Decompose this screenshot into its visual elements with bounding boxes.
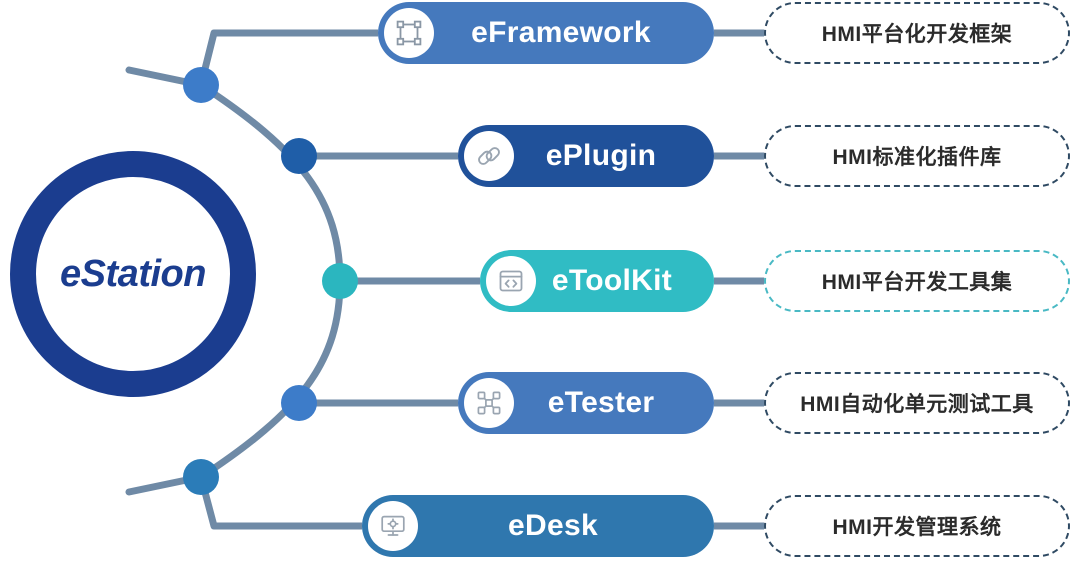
pill-edesk[interactable]: eDesk — [362, 495, 714, 557]
pill-label-eplugin: ePlugin — [545, 139, 657, 172]
desc-label-eplugin: HMI标准化插件库 — [832, 146, 1002, 169]
desc-label-eframework: HMI平台化开发框架 — [821, 23, 1013, 46]
hub-estation: eStation — [10, 151, 256, 397]
branch-line-edesk — [197, 476, 362, 530]
desc-label-etester: HMI自动化单元测试工具 — [800, 393, 1034, 416]
pill-label-etester: eTester — [547, 386, 655, 419]
code-window-icon — [486, 256, 536, 306]
desc-label-edesk: HMI开发管理系统 — [832, 516, 1002, 539]
arc-tail-bottom — [125, 473, 205, 496]
desc-edesk: HMI开发管理系统 — [764, 495, 1070, 557]
desc-eframework: HMI平台化开发框架 — [764, 2, 1070, 64]
pill-eplugin[interactable]: ePlugin — [458, 125, 714, 187]
hub-label: eStation — [60, 252, 206, 295]
node-tree-icon — [464, 378, 514, 428]
junction-node-eplugin — [281, 138, 317, 174]
pill-etester[interactable]: eTester — [458, 372, 714, 434]
junction-node-etoolkit — [322, 263, 358, 299]
junction-node-etester — [281, 385, 317, 421]
pill-label-edesk: eDesk — [508, 509, 598, 542]
desc-etoolkit: HMI平台开发工具集 — [764, 250, 1070, 312]
pill-label-eframework: eFramework — [471, 16, 651, 49]
frame-icon — [384, 8, 434, 58]
monitor-gear-icon — [368, 501, 418, 551]
junction-node-eframework — [183, 67, 219, 103]
pill-etoolkit[interactable]: eToolKit — [480, 250, 714, 312]
desc-eplugin: HMI标准化插件库 — [764, 125, 1070, 187]
junction-node-edesk — [183, 459, 219, 495]
desc-etester: HMI自动化单元测试工具 — [764, 372, 1070, 434]
branch-line-eframework — [197, 29, 378, 86]
pill-label-etoolkit: eToolKit — [551, 264, 673, 297]
arc-tail-top — [125, 66, 205, 89]
pill-eframework[interactable]: eFramework — [378, 2, 714, 64]
desc-label-etoolkit: HMI平台开发工具集 — [821, 271, 1013, 294]
link-icon — [464, 131, 514, 181]
